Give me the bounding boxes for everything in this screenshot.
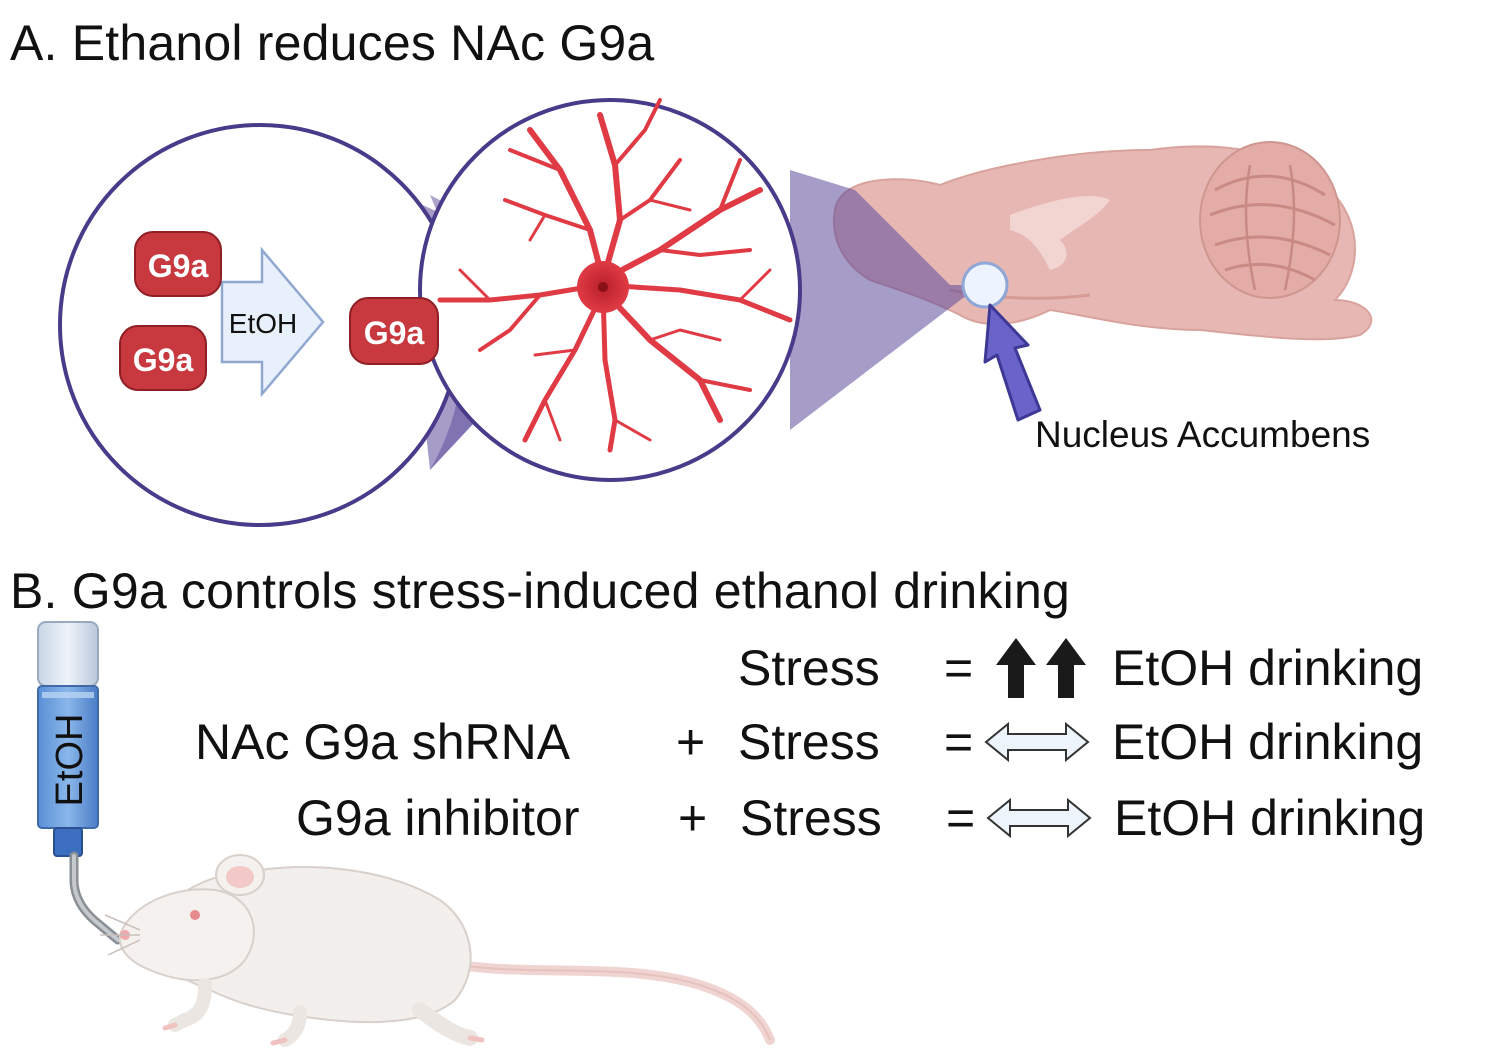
row2-stress: Stress <box>738 714 880 770</box>
row2-equals: = <box>944 714 974 770</box>
increase-arrows-icon <box>996 638 1086 698</box>
row2-condition: NAc G9a shRNA <box>195 714 571 770</box>
svg-text:G9a: G9a <box>364 315 425 351</box>
row2-plus: + <box>676 714 706 770</box>
row3-stress: Stress <box>740 790 882 846</box>
etoh-bottle-illustration <box>37 621 123 945</box>
bottle-label: EtOH <box>49 714 91 807</box>
mouse-illustration <box>100 854 775 1047</box>
no-change-arrow-icon-row2 <box>984 721 1090 763</box>
panel-b-title: B. G9a controls stress-induced ethanol d… <box>10 563 1070 619</box>
row1-equals: = <box>944 640 974 696</box>
row3-equals: = <box>946 790 976 846</box>
row3-outcome: EtOH drinking <box>1114 790 1426 846</box>
etoh-arrow-icon <box>220 246 325 398</box>
panel-a-title: A. Ethanol reduces NAc G9a <box>10 15 655 71</box>
row3-condition: G9a inhibitor <box>296 790 580 846</box>
neuron-nucleus <box>598 282 608 292</box>
g9a-box-1: G9a <box>134 231 222 297</box>
svg-text:G9a: G9a <box>148 248 209 284</box>
row1-stress: Stress <box>738 640 880 696</box>
row1-outcome: EtOH drinking <box>1112 640 1424 696</box>
svg-text:G9a: G9a <box>133 342 194 378</box>
row2-outcome: EtOH drinking <box>1112 714 1424 770</box>
g9a-box-2: G9a <box>119 325 207 391</box>
row3-plus: + <box>678 790 708 846</box>
nucleus-accumbens-marker <box>961 261 1009 309</box>
etoh-arrow-label: EtOH <box>229 308 297 339</box>
projection-cone-nac <box>790 170 980 430</box>
cerebellum <box>1199 141 1341 299</box>
neuron-illustration <box>437 98 793 453</box>
pointer-arrow-icon <box>983 303 1042 422</box>
no-change-arrow-icon-row3 <box>986 797 1092 839</box>
g9a-box-3: G9a <box>349 297 439 365</box>
nucleus-accumbens-label: Nucleus Accumbens <box>1035 414 1371 455</box>
